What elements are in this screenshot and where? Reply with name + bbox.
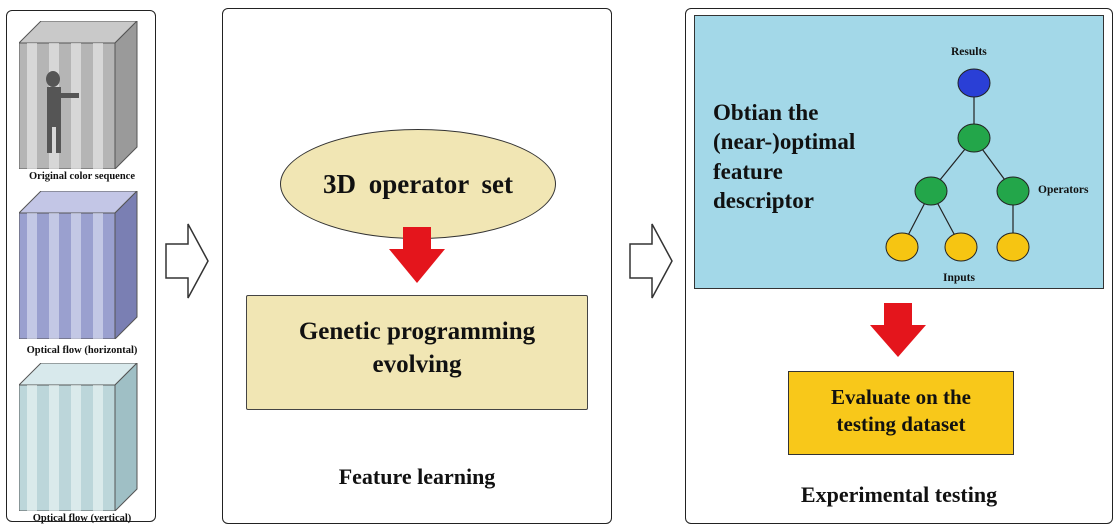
evaluate-box: Evaluate on the testing dataset <box>788 371 1014 455</box>
optical-flow-vertical-cube <box>19 363 138 511</box>
gp-tree-diagram <box>885 68 1030 262</box>
input-node-3 <box>996 232 1030 262</box>
flow-arrow-1 <box>165 223 209 299</box>
operators-label: Operators <box>1038 184 1089 196</box>
input-node-2 <box>944 232 978 262</box>
input-node-1 <box>885 232 919 262</box>
optical-flow-horizontal-cube <box>19 191 138 339</box>
gp-line-2: evolving <box>372 350 462 378</box>
eval-line-2: testing dataset <box>836 412 966 437</box>
gp-line-1: Genetic programming <box>298 318 536 345</box>
operator-set-label: 3D operator set <box>323 168 513 199</box>
inputs-label: Inputs <box>943 272 975 284</box>
flow-arrow-2 <box>629 223 673 299</box>
eval-line-1: Evaluate on the <box>830 385 971 409</box>
input-sequences-panel: Original color sequence Optical flow (ho… <box>6 10 156 524</box>
operator-node-right <box>996 176 1030 206</box>
operator-node-root <box>957 123 991 153</box>
red-down-arrow <box>389 227 445 283</box>
optical-flow-vertical-caption: Optical flow (vertical) <box>32 513 132 524</box>
experimental-testing-caption: Experimental testing <box>800 482 998 507</box>
experimental-testing-panel: Obtian the (near-)optimal feature descri… <box>685 8 1113 524</box>
descriptor-text: Obtian the (near-)optimal feature descri… <box>713 100 856 214</box>
operator-node-left <box>914 176 948 206</box>
optical-flow-horizontal-caption: Optical flow (horizontal) <box>26 345 138 356</box>
operator-set-ellipse: 3D operator set <box>280 129 556 239</box>
original-color-sequence-caption: Original color sequence <box>29 171 135 182</box>
red-down-arrow-2 <box>870 303 926 357</box>
original-color-sequence-cube <box>19 21 138 169</box>
results-label: Results <box>951 46 987 58</box>
genetic-programming-box: Genetic programming evolving <box>246 295 588 410</box>
feature-learning-panel: 3D operator set Genetic programming evol… <box>222 8 612 524</box>
feature-learning-caption: Feature learning <box>338 464 496 489</box>
optimal-descriptor-box: Obtian the (near-)optimal feature descri… <box>694 15 1104 289</box>
results-node <box>957 68 991 98</box>
